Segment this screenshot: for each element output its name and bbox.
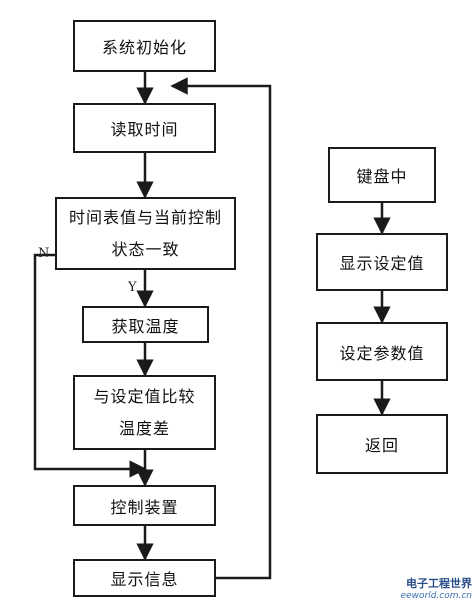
return-box: 返回 (316, 414, 448, 474)
control-box: 控制装置 (73, 485, 216, 526)
keyboard-label: 键盘中 (356, 167, 408, 186)
show-setpoint-label: 显示设定值 (339, 254, 425, 273)
branch-yes-label: Y (128, 280, 137, 295)
init-box: 系统初始化 (73, 20, 216, 72)
compare-box: 与设定值比较 温度差 (73, 375, 216, 450)
control-label: 控制装置 (110, 497, 179, 517)
get-temp-label: 获取温度 (111, 316, 180, 336)
branch-no-label: N (38, 246, 50, 261)
compare-label-line2: 温度差 (118, 418, 170, 438)
arrow-loop-back (170, 77, 272, 580)
watermark: 电子工程世界 eeworld.com.cn (401, 575, 472, 601)
show-setpoint-box: 显示设定值 (316, 233, 448, 291)
arrow-decision-no (33, 253, 147, 478)
read-time-label: 读取时间 (110, 120, 179, 139)
display-label: 显示信息 (110, 570, 179, 589)
decision-label-line2: 状态一致 (111, 239, 180, 259)
watermark-title: 电子工程世界 (406, 577, 472, 590)
compare-label-line1: 与设定值比较 (93, 386, 196, 406)
display-box: 显示信息 (73, 559, 216, 597)
read-time-box: 读取时间 (73, 103, 216, 153)
init-label: 系统初始化 (101, 38, 187, 57)
set-params-box: 设定参数值 (316, 322, 448, 381)
set-params-label: 设定参数值 (339, 343, 425, 363)
decision-label-line1: 时间表值与当前控制 (68, 207, 222, 227)
return-label: 返回 (364, 436, 399, 455)
get-temp-box: 获取温度 (82, 306, 209, 343)
decision-box: 时间表值与当前控制 状态一致 (55, 197, 236, 270)
keyboard-interrupt-box: 键盘中 (328, 147, 436, 203)
watermark-url: eeworld.com.cn (400, 591, 472, 601)
